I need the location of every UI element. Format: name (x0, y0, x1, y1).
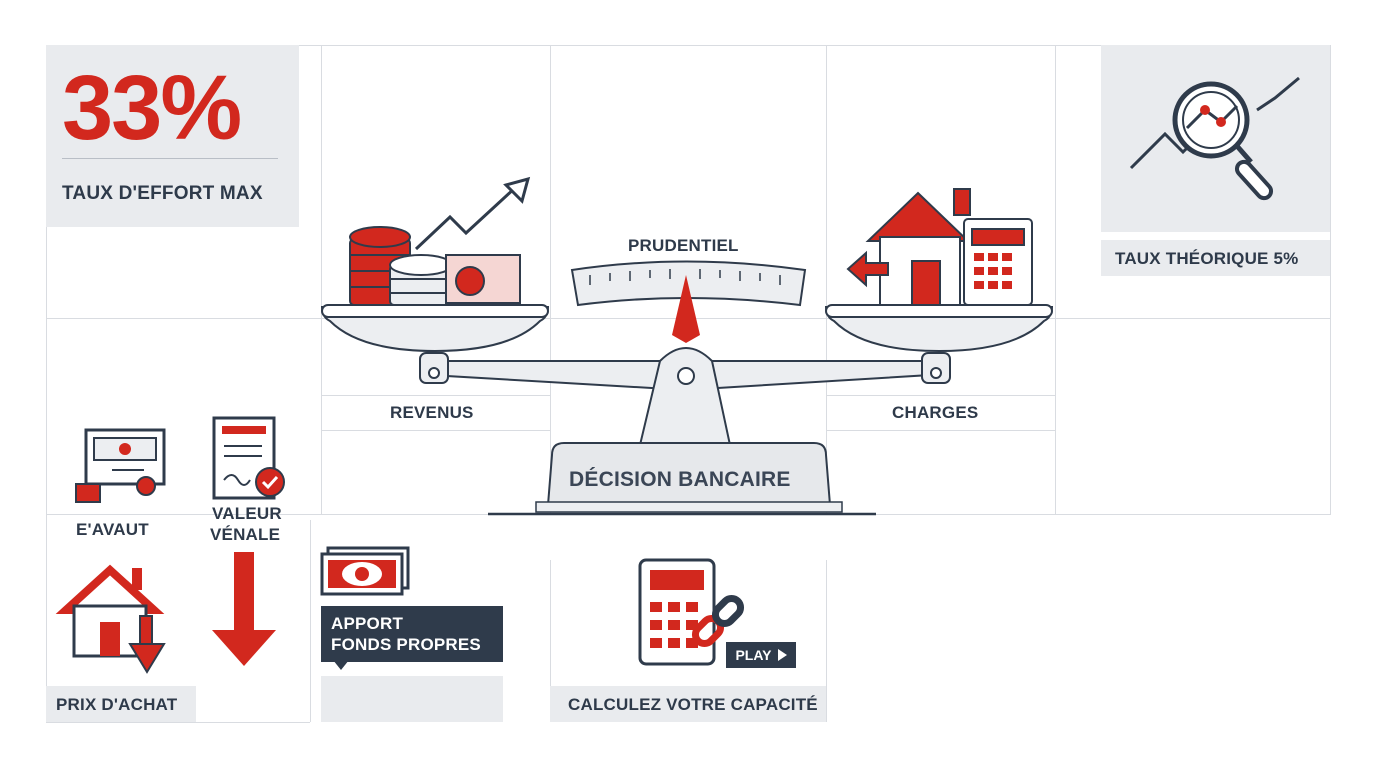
grid-row-line-d (826, 430, 1056, 431)
grid-bottom-line (46, 722, 310, 723)
document-check-icon (212, 416, 285, 500)
calc-label: CALCULEZ VOTRE CAPACITÉ (568, 695, 818, 714)
stat-divider (62, 158, 278, 159)
gauge-label: PRUDENTIEL (628, 236, 739, 255)
apport-empty-panel (321, 676, 503, 722)
grid-col-4 (826, 45, 827, 515)
grid-col-5 (1055, 45, 1056, 515)
grid-row-line-a (321, 395, 551, 396)
grid-row-line-b (321, 430, 551, 431)
prix-label: PRIX D'ACHAT (56, 695, 178, 714)
apport-box-pointer (333, 660, 349, 670)
theoretical-rate-label: TAUX THÉORIQUE 5% (1115, 249, 1299, 268)
rate-label-panel (1101, 240, 1330, 276)
grid-col-6 (1330, 45, 1331, 515)
balance-scale-illustration (320, 176, 1054, 516)
house-down-icon (55, 564, 166, 674)
grid-col-4b (826, 560, 827, 722)
stat-panel (46, 45, 299, 227)
grid-top-line (46, 45, 1330, 46)
valeur-label-line2: VÉNALE (210, 525, 281, 544)
magnifier-chart-icon (1129, 76, 1300, 201)
certificate-icon (75, 428, 166, 503)
apport-label-line2: FONDS PROPRES (331, 635, 481, 654)
grid-col-1b (310, 520, 311, 722)
effort-rate-value: 33% (62, 57, 242, 159)
grid-row-line-c (826, 395, 1056, 396)
effort-rate-label: TAUX D'EFFORT MAX (62, 183, 263, 204)
play-label: PLAY (735, 647, 772, 663)
play-button[interactable]: PLAY (726, 642, 796, 668)
valeur-label-line1: VALEUR (212, 504, 282, 523)
charges-label: CHARGES (892, 403, 979, 422)
apport-label-line1: APPORT (331, 614, 404, 633)
bank-decision-label: DÉCISION BANCAIRE (569, 468, 791, 491)
grid-col-1 (46, 45, 47, 722)
aval-label: E'AVAUT (76, 520, 149, 539)
prix-label-panel (46, 686, 196, 722)
banknote-icon (320, 546, 410, 596)
grid-col-2 (321, 45, 322, 515)
apport-box (321, 606, 503, 662)
grid-col-3b (550, 560, 551, 722)
calculator-link-icon (638, 558, 745, 666)
arrow-down-icon (212, 552, 276, 666)
revenus-label: REVENUS (390, 403, 474, 422)
play-triangle-icon (777, 649, 787, 661)
grid-col-3 (550, 45, 551, 515)
calc-label-panel (550, 686, 826, 722)
